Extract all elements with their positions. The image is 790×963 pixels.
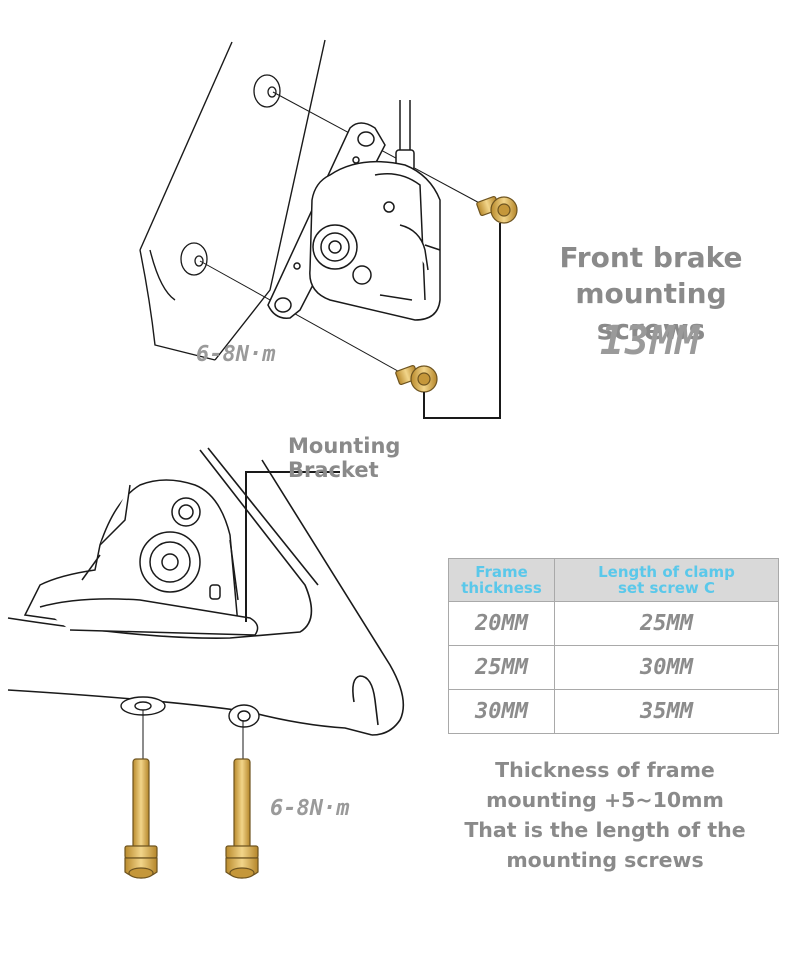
front-mount-screw-upper — [476, 195, 518, 224]
callout-line-top — [423, 223, 501, 419]
cell-length: 30MM — [554, 645, 779, 690]
callout-line-bracket — [245, 471, 340, 622]
header-frame-thickness: Frame thickness — [448, 558, 555, 602]
front-mount-screw-lower — [395, 364, 438, 393]
table-header-row: Frame thickness Length of clamp set scre… — [448, 558, 779, 602]
frame-holes — [120, 696, 260, 728]
header-col2-line2: set screw C — [618, 579, 715, 597]
front-screw-size: 13MM — [599, 318, 701, 364]
cell-thickness: 30MM — [448, 689, 555, 734]
fork-leg-top — [139, 39, 326, 361]
mounting-bracket-label: Mounting Bracket — [288, 434, 401, 482]
mount-bracket-plate — [39, 598, 259, 636]
note-line4: mounting screws — [506, 848, 704, 872]
screw-length-table: Frame thickness Length of clamp set scre… — [448, 558, 779, 734]
front-title-line2: mounting screws — [575, 277, 727, 346]
caliper-top — [309, 160, 441, 321]
note-line2: mounting +5~10mm — [486, 788, 724, 812]
torque-label-bottom: 6-8N·m — [270, 796, 350, 821]
header-col2-line1: Length of clamp — [598, 563, 735, 581]
cell-length: 35MM — [554, 689, 779, 734]
clamp-screw-right — [225, 758, 259, 879]
clamp-screw-left — [124, 758, 158, 879]
caliper-bottom — [23, 479, 239, 626]
header-col1-line1: Frame — [475, 563, 528, 581]
fork-washers — [180, 74, 281, 276]
cell-length: 25MM — [554, 601, 779, 646]
length-note: Thickness of frame mounting +5~10mm That… — [455, 755, 755, 875]
table-row: 30MM 35MM — [448, 689, 779, 734]
header-clamp-length: Length of clamp set screw C — [554, 558, 779, 602]
table-row: 25MM 30MM — [448, 645, 779, 690]
header-col1-line2: thickness — [461, 579, 542, 597]
front-brake-title: Front brake mounting screws — [520, 240, 782, 348]
cell-thickness: 25MM — [448, 645, 555, 690]
torque-label-top: 6-8N·m — [196, 342, 276, 367]
screw-guide-lines — [142, 710, 244, 760]
cell-thickness: 20MM — [448, 601, 555, 646]
note-line3: That is the length of the — [464, 818, 746, 842]
front-title-line1: Front brake — [559, 241, 743, 274]
note-line1: Thickness of frame — [495, 758, 715, 782]
table-row: 20MM 25MM — [448, 601, 779, 646]
brake-hose — [395, 100, 415, 171]
